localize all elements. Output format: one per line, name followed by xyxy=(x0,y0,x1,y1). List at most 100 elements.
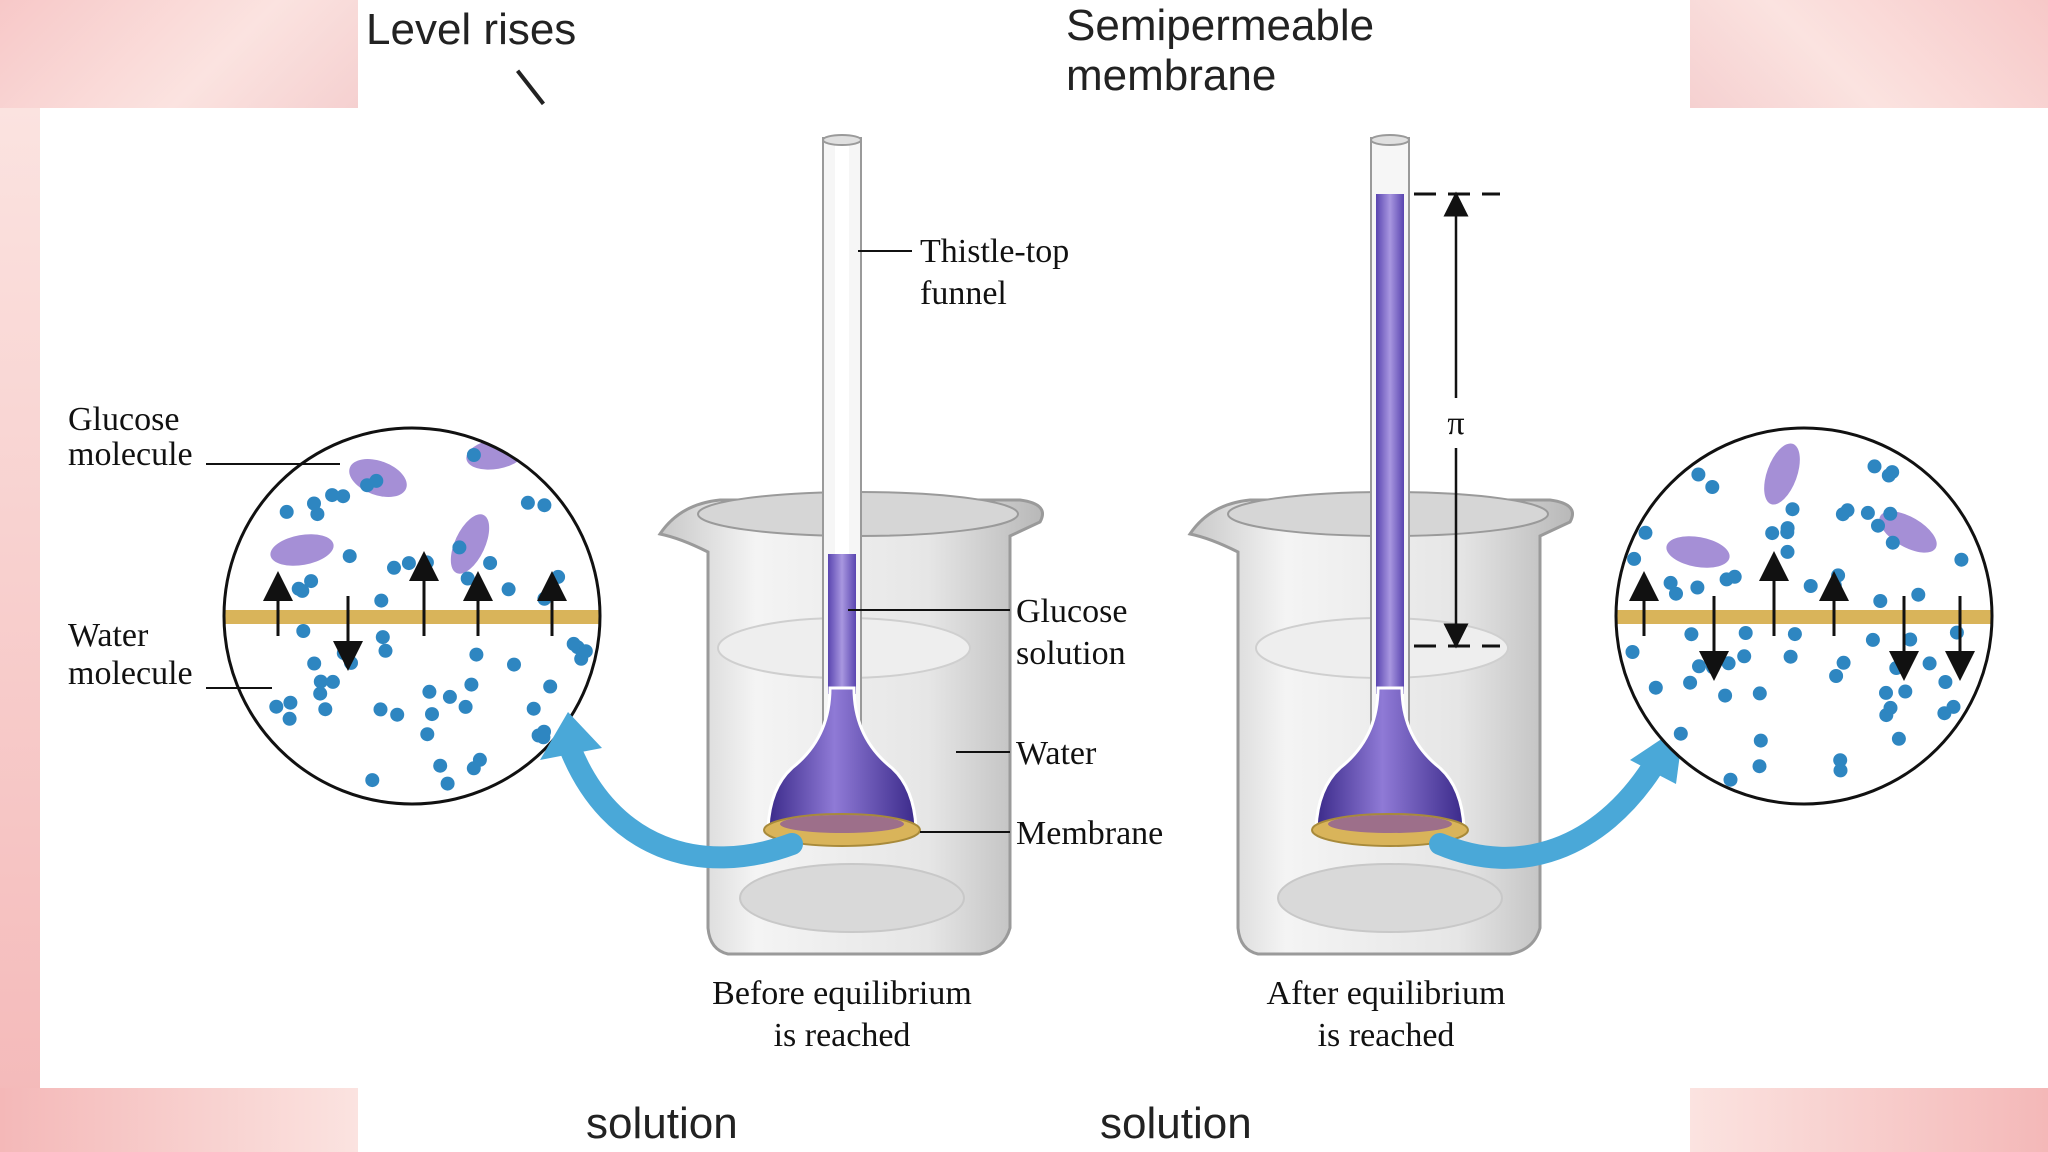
water-molecule-dot xyxy=(342,549,357,564)
water-molecule-dot xyxy=(374,593,389,608)
water-molecule-dot xyxy=(1898,684,1913,699)
water-molecule-dot xyxy=(501,582,516,597)
water-molecule-dot xyxy=(460,571,475,586)
water-molecule-dot xyxy=(1684,627,1699,642)
water-molecule-dot xyxy=(1752,759,1767,774)
solution-label-right: solution xyxy=(1100,1099,1252,1148)
glucose-solution-label-1: Glucose xyxy=(1016,593,1127,630)
water-molecule-dot xyxy=(1889,661,1904,675)
water-molecule-dot xyxy=(537,724,551,739)
water-molecule-dot xyxy=(1937,706,1952,721)
water-molecule-dot xyxy=(1938,675,1953,689)
water-molecule-dot xyxy=(336,489,351,504)
water-molecule-dot xyxy=(1627,551,1642,566)
water-molecule-dot xyxy=(1737,649,1752,664)
water-molecule-dot xyxy=(1871,518,1885,533)
water-molecule-dot xyxy=(1922,656,1937,671)
water-molecule-dot xyxy=(507,657,521,672)
water-molecule-dot xyxy=(282,711,297,726)
water-molecule-dot xyxy=(1752,686,1767,701)
water-molecule-dot xyxy=(537,591,552,606)
water-molecule-dot xyxy=(291,581,306,596)
water-molecule-dot xyxy=(419,555,434,570)
water-molecule-dot xyxy=(304,574,319,589)
water-molecule-dot xyxy=(283,695,298,710)
water-molecule-dot xyxy=(551,569,566,584)
solution-label-left: solution xyxy=(586,1099,738,1148)
water-molecule-dot xyxy=(1738,626,1753,640)
water-molecule-dot xyxy=(1903,632,1918,647)
water-molecule-dot xyxy=(420,727,435,742)
water-molecule-dot xyxy=(313,686,328,701)
membrane-strip-left xyxy=(224,610,600,624)
before-caption-1: Before equilibrium xyxy=(712,975,972,1012)
water-molecule-dot xyxy=(1705,480,1720,494)
water-molecule-dot xyxy=(1718,688,1733,703)
glucose-molecule-label-2: molecule xyxy=(68,436,193,473)
background-pattern-top-left xyxy=(0,0,358,108)
beaker-after xyxy=(1187,134,1574,956)
water-molecule-dot xyxy=(1669,586,1683,601)
water-molecule-dot xyxy=(1860,505,1875,520)
water-molecule-dot xyxy=(1638,525,1653,540)
water-molecule-dot xyxy=(296,624,311,638)
water-molecule-dot xyxy=(537,498,552,513)
water-molecule-dot xyxy=(1783,649,1798,664)
water-molecule-dot xyxy=(1954,552,1969,567)
semipermeable-label-line1: Semipermeable xyxy=(1066,1,1375,50)
water-molecule-dot xyxy=(472,752,487,767)
water-molecule-dot xyxy=(1683,675,1698,690)
water-molecule-dot xyxy=(1625,645,1640,659)
water-molecule-dot xyxy=(1723,772,1738,787)
level-rises-label: Level rises xyxy=(366,5,577,54)
water-molecule-dot xyxy=(458,699,473,714)
osmosis-diagram: Glucose molecule Water molecule Thistle-… xyxy=(40,108,2048,1088)
water-molecule-label-2: molecule xyxy=(68,655,193,692)
water-molecule-dot xyxy=(307,656,322,671)
water-molecule-dot xyxy=(442,689,457,704)
after-caption-2: is reached xyxy=(1318,1017,1455,1054)
water-molecule-dot xyxy=(1673,726,1688,741)
water-molecule-dot xyxy=(1885,465,1900,480)
before-caption-2: is reached xyxy=(774,1017,911,1054)
water-molecule-dot xyxy=(387,560,401,575)
water-molecule-label-1: Water xyxy=(68,617,149,654)
water-molecule-dot xyxy=(269,699,284,714)
water-molecule-dot xyxy=(1885,535,1900,550)
water-molecule-dot xyxy=(566,636,581,651)
magnified-circle-right-outline xyxy=(1614,426,1994,806)
water-molecule-dot xyxy=(1690,580,1705,595)
water-molecule-dot xyxy=(365,773,380,788)
water-molecule-dot xyxy=(390,707,405,722)
thistle-funnel-label-2: funnel xyxy=(920,275,1007,312)
osmotic-pressure-indicator: π xyxy=(1414,191,1500,649)
water-molecule-dot xyxy=(464,677,479,692)
water-molecule-dot xyxy=(1721,656,1736,671)
water-molecule-dot xyxy=(325,674,340,689)
water-label: Water xyxy=(1016,735,1097,772)
background-pattern-left xyxy=(0,108,40,1152)
water-molecule-dot xyxy=(1911,587,1926,602)
water-molecule-dot xyxy=(1785,502,1800,517)
background-pattern-bottom-left xyxy=(0,1088,358,1152)
water-molecule-dot xyxy=(1891,731,1906,746)
water-molecule-dot xyxy=(1803,579,1818,593)
water-molecule-dot xyxy=(1753,733,1768,748)
solution-column-right xyxy=(1376,194,1404,694)
water-molecule-dot xyxy=(1780,525,1795,540)
water-molecule-dot xyxy=(1865,632,1880,647)
after-caption-1: After equilibrium xyxy=(1267,975,1506,1012)
water-molecule-dot xyxy=(378,643,393,658)
water-molecule-dot xyxy=(360,478,375,493)
water-molecule-dot xyxy=(318,702,333,717)
flow-arrows-left xyxy=(263,551,567,671)
thistle-funnel-label-1: Thistle-top xyxy=(920,233,1069,270)
water-molecule-dot xyxy=(1867,459,1882,474)
water-molecule-dot xyxy=(543,679,558,694)
water-molecule-dot xyxy=(578,644,593,659)
water-molecule-dot xyxy=(401,556,416,571)
water-molecule-dot xyxy=(433,758,448,773)
water-molecule-dot xyxy=(1692,659,1706,674)
water-molecule-dot xyxy=(310,507,325,522)
solution-column-left xyxy=(828,554,856,694)
